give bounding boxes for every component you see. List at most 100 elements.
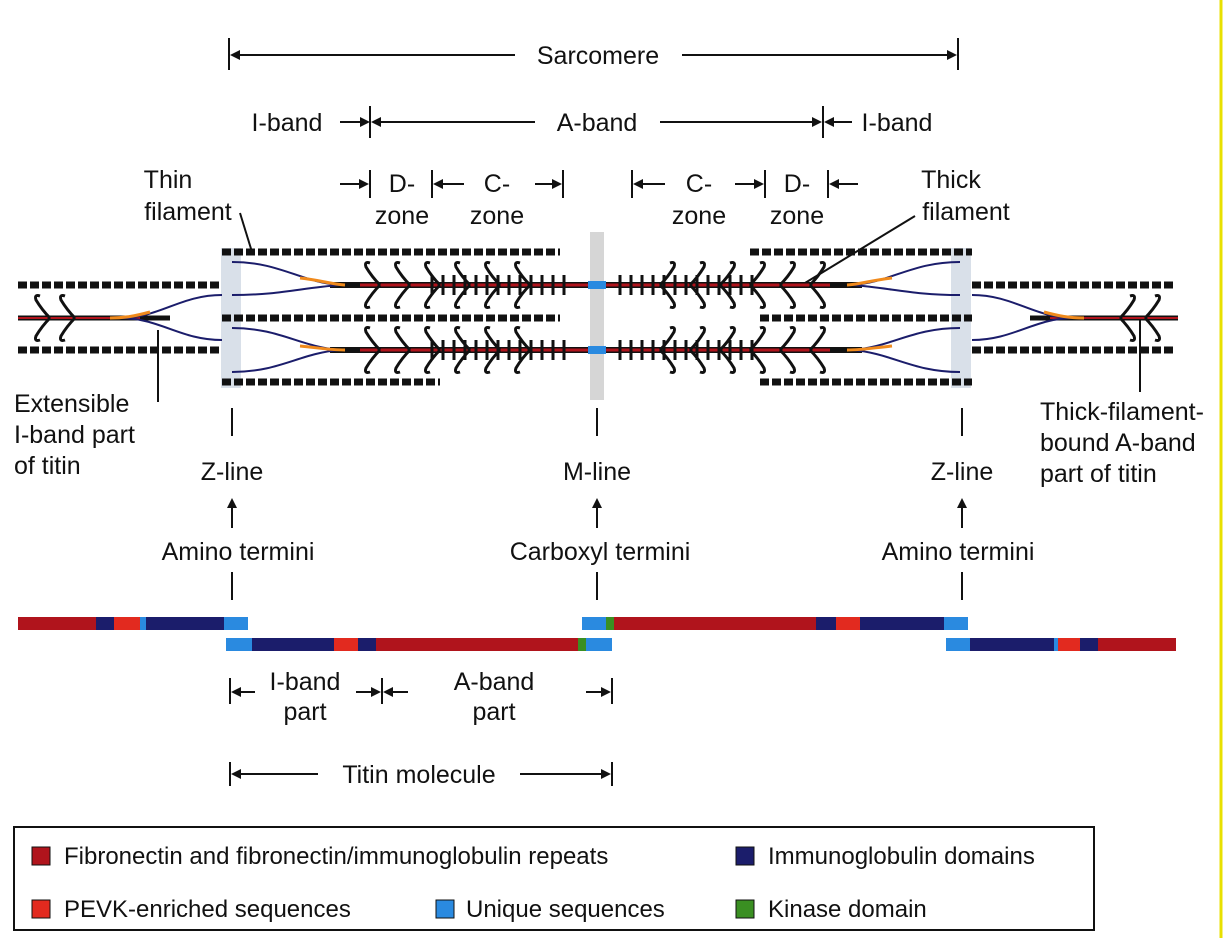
d-zone-left-line1: D- [389, 170, 415, 198]
sarcomere-dimension [228, 38, 959, 70]
myosin-head [718, 261, 736, 287]
legend-label-immunoglobulin: Immunoglobulin domains [768, 843, 1035, 870]
titin-bar-lower-middle [226, 638, 612, 651]
thin-filament-leader [239, 212, 253, 253]
m-line-label: M-line [563, 458, 631, 486]
myosin-head [424, 348, 442, 374]
myosin-head [808, 283, 826, 309]
myosin-head [514, 348, 532, 374]
myosin-head [658, 283, 676, 309]
myosin-head [454, 283, 472, 309]
thin-filaments [18, 248, 1176, 386]
titin-molecule-label: Titin molecule [342, 761, 495, 789]
myosin-head [394, 261, 412, 287]
myosin-head [364, 261, 382, 287]
zone-dimensions [340, 170, 858, 198]
thick-filament-label-line1: Thick [921, 166, 981, 194]
myosin-head [718, 326, 736, 352]
c-zone-right-line2: zone [672, 202, 726, 230]
thin-filament-label-line2: filament [144, 198, 232, 226]
myosin-head [484, 326, 502, 352]
sarcomere-structure [18, 232, 1178, 400]
a-band-part-line2: part [472, 698, 515, 726]
i-band-part-line2: part [283, 698, 326, 726]
thick-filament-label-line2: filament [922, 198, 1010, 226]
myosin-head [688, 326, 706, 352]
line-markers [227, 408, 967, 600]
sarcomere-label: Sarcomere [537, 42, 659, 70]
myosin-head [454, 326, 472, 352]
myosin-head [484, 348, 502, 374]
i-band-left-label: I-band [252, 109, 323, 137]
d-zone-left-line2: zone [375, 202, 429, 230]
amino-termini-left-label: Amino termini [162, 538, 315, 566]
myosin-head [658, 348, 676, 374]
myosin-head [484, 283, 502, 309]
titin-bar-upper-left [18, 617, 248, 630]
myosin-head [34, 294, 52, 320]
myosin-head [778, 261, 796, 287]
myosin-head [514, 283, 532, 309]
myosin-head [1118, 316, 1136, 342]
myosin-head [364, 283, 382, 309]
legend-label-fibronectin: Fibronectin and fibronectin/immunoglobul… [64, 843, 608, 870]
myosin-head [59, 316, 77, 342]
a-band-label: A-band [557, 109, 638, 137]
myosin-head [454, 261, 472, 287]
thick-bound-label-line2: bound A-band [1040, 429, 1196, 457]
titin-bar-upper-right [582, 617, 968, 630]
titin-bar-lower-right [946, 638, 1176, 651]
myosin-head [1118, 294, 1136, 320]
extensible-label-line2: I-band part [14, 421, 135, 449]
legend-swatch-immunoglobulin [735, 846, 755, 866]
myosin-head [394, 283, 412, 309]
legend-swatch-kinase [735, 899, 755, 919]
d-zone-right-line1: D- [784, 170, 810, 198]
c-zone-left-line2: zone [470, 202, 524, 230]
i-band-right-label: I-band [862, 109, 933, 137]
myosin-head [59, 294, 77, 320]
carboxyl-termini-label: Carboxyl termini [510, 538, 691, 566]
titin-springs [109, 261, 1085, 373]
myosin-head [808, 326, 826, 352]
legend-swatch-fibronectin [31, 846, 51, 866]
m-line-band [590, 232, 604, 400]
myosin-head [808, 348, 826, 374]
titin-bars [18, 617, 1176, 651]
myosin-head [778, 348, 796, 374]
a-band-part-line1: A-band [454, 668, 535, 696]
legend-box [13, 826, 1095, 931]
myosin-head [748, 261, 766, 287]
myosin-head [484, 261, 502, 287]
myosin-head [424, 283, 442, 309]
legend-swatch-pevk [31, 899, 51, 919]
myosin-head [658, 326, 676, 352]
myosin-head [424, 326, 442, 352]
myosin-head [394, 326, 412, 352]
z-line-right-label: Z-line [931, 458, 994, 486]
c-zone-left-line1: C- [484, 170, 510, 198]
amino-termini-right-label: Amino termini [882, 538, 1035, 566]
legend-label-unique: Unique sequences [466, 896, 665, 923]
thick-bound-label-line3: part of titin [1040, 460, 1157, 488]
d-zone-right-line2: zone [770, 202, 824, 230]
myosin-head [364, 326, 382, 352]
myosin-head [748, 283, 766, 309]
i-band-part-line1: I-band [270, 668, 341, 696]
legend: Fibronectin and fibronectin/immunoglobul… [13, 826, 1095, 931]
myosin-head [658, 261, 676, 287]
legend-label-pevk: PEVK-enriched sequences [64, 896, 351, 923]
legend-swatch-unique [435, 899, 455, 919]
myosin-head [34, 316, 52, 342]
myosin-head [688, 261, 706, 287]
thick-bound-label-line1: Thick-filament- [1040, 398, 1204, 426]
legend-label-kinase: Kinase domain [768, 896, 927, 923]
myosin-head [364, 348, 382, 374]
part-dimensions [229, 678, 613, 786]
myosin-head [514, 326, 532, 352]
myosin-head [778, 326, 796, 352]
extensible-label-line1: Extensible [14, 390, 129, 418]
z-line-left-label: Z-line [201, 458, 264, 486]
